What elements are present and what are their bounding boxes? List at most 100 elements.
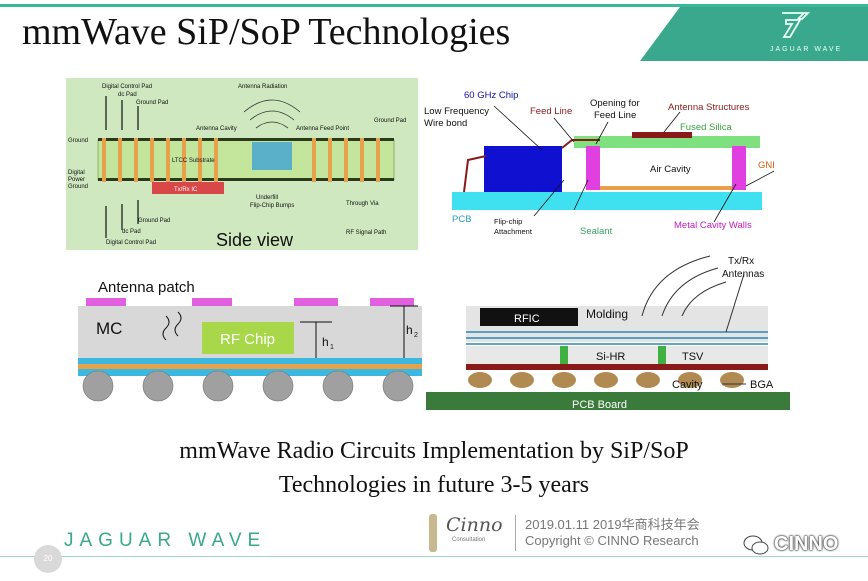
label-ground-left: Ground: [68, 138, 88, 144]
label-low-frequency: Low Frequency: [424, 106, 489, 117]
rf-chip: [202, 322, 294, 354]
event-date-text: 2019.01.11 2019华商科技年会: [525, 517, 700, 532]
cinno-logo-subtitle: Consultation: [452, 537, 486, 543]
callout-lines: [493, 105, 774, 223]
substrate-trace: [78, 364, 422, 369]
label-si-hr: Si-HR: [596, 351, 625, 363]
label-fused-silica: Fused Silica: [680, 122, 732, 133]
label-feed-line: Feed Line: [530, 106, 572, 117]
si-hr-layer: [466, 346, 768, 364]
label-underfill: Underfill: [256, 195, 278, 201]
wechat-icon: [743, 535, 769, 555]
pad-arrows: [105, 96, 139, 238]
footer-divider: [515, 515, 516, 551]
label-antenna-patch: Antenna patch: [98, 279, 195, 296]
label-digital-left: Digital: [68, 170, 85, 176]
label-flip-chip-bumps: Flip-Chip Bumps: [250, 203, 294, 209]
label-txrx-ic: Tx/Rx IC: [174, 187, 198, 193]
copyright-text: Copyright © CINNO Research: [525, 533, 699, 548]
label-ltcc-substrate: LTCC Substrate: [172, 158, 215, 164]
watermark-text: CINNO: [774, 533, 839, 555]
label-pcb-board: PCB Board: [572, 399, 627, 411]
solder-balls: [82, 370, 414, 402]
label-opening-for: Opening for: [590, 98, 640, 109]
label-h2-sub: 2: [414, 332, 418, 339]
fused-silica: [574, 136, 760, 148]
metal-cavity-wall-left: [586, 146, 600, 190]
label-air-cavity: Air Cavity: [650, 164, 691, 175]
pcb-layer: [452, 192, 762, 210]
wire-bond: [463, 155, 487, 193]
label-dc-pad-bottom: dc Pad: [122, 229, 141, 235]
rfic-die: [480, 308, 578, 326]
header-banner: [640, 7, 868, 61]
label-antenna-cavity: Antenna Cavity: [196, 126, 237, 132]
cinno-logo: Cinno: [446, 514, 503, 536]
label-txrx: Tx/Rx: [728, 256, 754, 267]
label-rf-signal-path: RF Signal Path: [346, 230, 386, 236]
label-wire-bond: Wire bond: [424, 118, 467, 129]
antenna-cavity: [252, 142, 292, 170]
label-h2: h: [406, 323, 413, 337]
antenna-radiation-arcs: [641, 255, 746, 385]
jaguar-wave-logo-icon: [782, 12, 811, 38]
label-ground-pad-right: Ground Pad: [374, 118, 406, 124]
interposer-lines: [466, 331, 768, 345]
page-number-badge: 20: [34, 545, 62, 573]
label-side-view: Side view: [216, 230, 294, 250]
rf-chip-package-diagram: Antenna patch MC RF Chip h 1 h 2: [78, 279, 422, 402]
label-bga: BGA: [750, 379, 774, 391]
label-molding: Molding: [586, 307, 628, 321]
label-attachment: Attachment: [494, 227, 533, 236]
antenna-structures: [632, 132, 692, 138]
label-sealant: Sealant: [580, 226, 613, 237]
ltcc-side-view-diagram: Digital Control Pad dc Pad Ground Pad An…: [66, 78, 418, 250]
label-through-via: Through Via: [346, 201, 379, 207]
label-antenna-structures: Antenna Structures: [668, 102, 750, 113]
label-antenna-radiation: Antenna Radiation: [238, 84, 287, 90]
label-digital-control-pad-top: Digital Control Pad: [102, 84, 152, 90]
label-rfic: RFIC: [514, 313, 540, 325]
tsv-vias: [560, 346, 666, 364]
footer-rule: [0, 556, 868, 557]
cavity-package-diagram: 60 GHz Chip Low Frequency Wire bond Feed…: [424, 90, 774, 237]
dimension-lines: [162, 305, 418, 358]
label-antennas: Antennas: [722, 269, 764, 280]
label-flip-chip: Flip-chip: [494, 217, 522, 226]
pcb-board: [426, 392, 790, 410]
label-power-left: Power: [68, 177, 85, 183]
label-gnd: GND: [758, 160, 774, 171]
label-digital-control-pad-bottom: Digital Control Pad: [106, 240, 156, 246]
label-60ghz-chip: 60 GHz Chip: [464, 90, 518, 101]
label-rf-chip: RF Chip: [220, 331, 275, 348]
bga-balls: [468, 372, 744, 388]
antenna-radiation-arcs: [243, 99, 301, 129]
label-metal-cavity-walls: Metal Cavity Walls: [674, 220, 752, 231]
label-h1: h: [322, 335, 329, 349]
ground-plane-top: [98, 138, 394, 141]
label-ground-left2: Ground: [68, 184, 88, 190]
label-feed-line-2: Feed Line: [594, 110, 636, 121]
label-tsv: TSV: [682, 351, 704, 363]
ltcc-substrate: [97, 139, 395, 181]
txrx-ic: [152, 182, 224, 194]
ground-plane-bottom: [98, 178, 394, 181]
redistribution-layer: [466, 364, 768, 370]
label-pcb: PCB: [452, 214, 472, 225]
label-ground-pad-bottom: Ground Pad: [138, 218, 170, 224]
banner-brand-text: JAGUAR WAVE: [770, 46, 843, 53]
label-ground-pad-top: Ground Pad: [136, 100, 168, 106]
antenna-patches: [86, 298, 414, 306]
label-cavity: Cavity: [672, 379, 703, 391]
gnd-plane: [600, 186, 732, 190]
tsv-interposer-diagram: Tx/Rx Antennas RFIC Molding Si-HR TSV Ca…: [426, 255, 790, 411]
label-h1-sub: 1: [330, 344, 334, 351]
metal-cavity-wall-right: [732, 146, 746, 190]
label-mc: MC: [96, 319, 122, 338]
caption-line-1: mmWave Radio Circuits Implementation by …: [179, 438, 689, 464]
footer-brand: JAGUAR WAVE: [64, 530, 267, 551]
label-antenna-feed-point: Antenna Feed Point: [296, 126, 349, 132]
top-rule: [0, 4, 868, 7]
60ghz-chip: [484, 146, 562, 192]
through-vias: [102, 138, 380, 182]
